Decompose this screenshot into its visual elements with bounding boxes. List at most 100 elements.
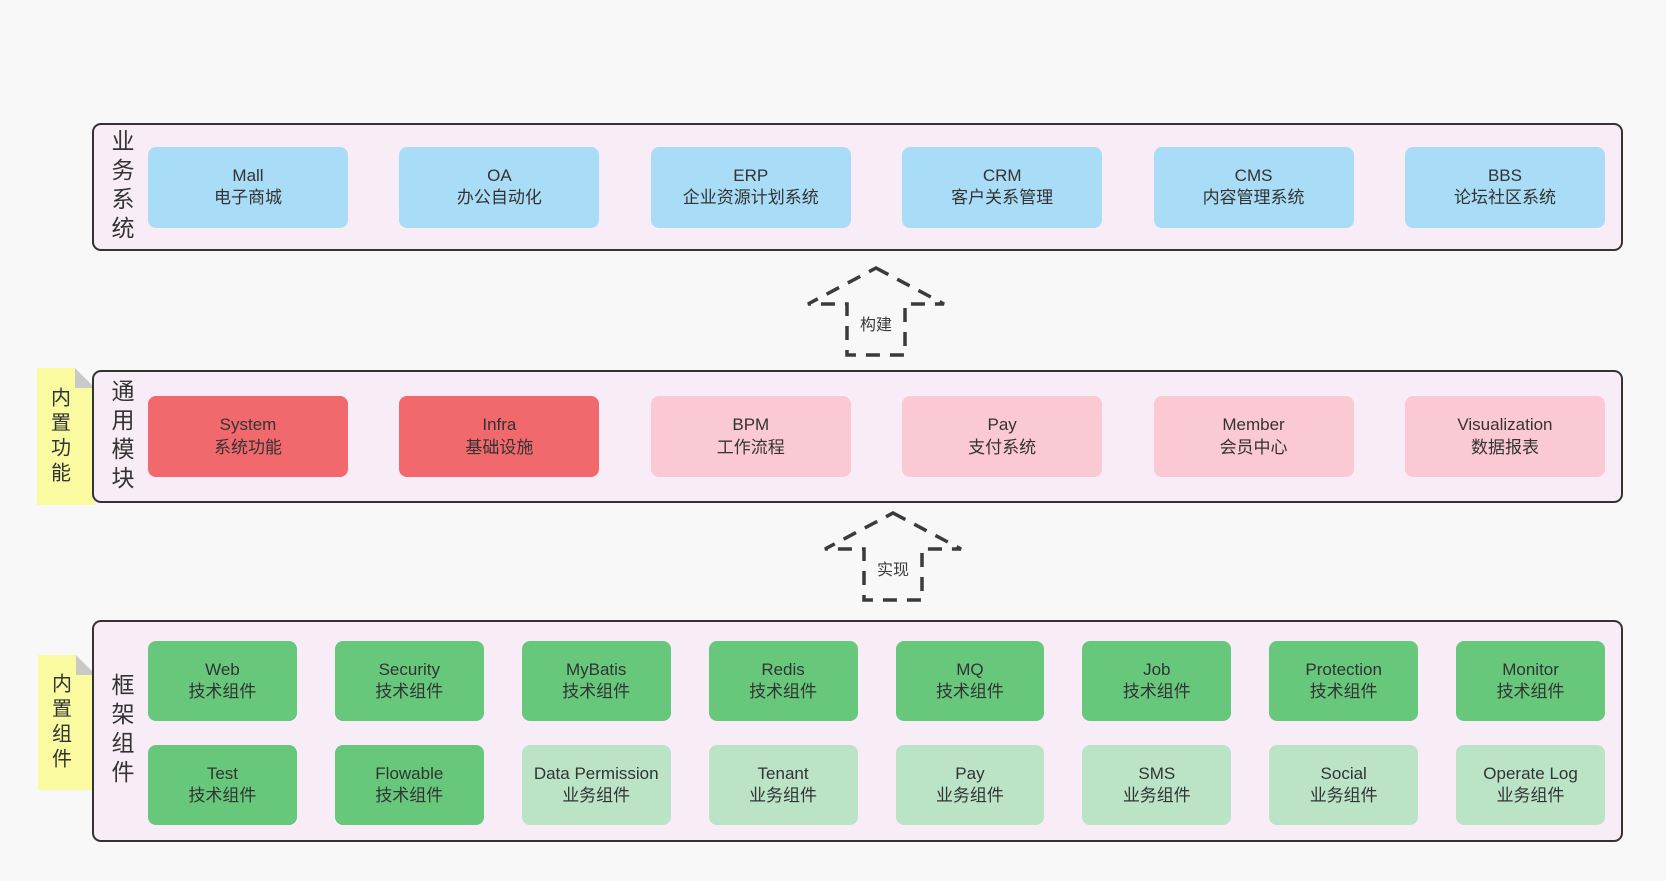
- component-name: Protection: [1305, 659, 1382, 679]
- component-name: Infra: [482, 415, 517, 435]
- component-box: ERP 企业资源计划系统: [650, 146, 851, 228]
- arrow-build: 构建: [806, 266, 946, 358]
- component-box: Pay 支付系统: [902, 396, 1103, 477]
- component-name: OA: [487, 165, 512, 185]
- component-box: Infra 基础设施: [399, 396, 600, 477]
- component-box: Mall 电子商城: [148, 146, 348, 228]
- component-name: ERP: [733, 165, 769, 185]
- component-subtitle: 业务组件: [562, 786, 631, 805]
- component-subtitle: 业务组件: [935, 786, 1004, 805]
- component-subtitle: 基础设施: [465, 437, 534, 457]
- sticky-note-label: 内置功能: [47, 386, 70, 487]
- arrow-implement: 实现: [823, 511, 963, 603]
- component-name: Tenant: [757, 763, 809, 783]
- component-name: Operate Log: [1483, 763, 1578, 783]
- component-box: CRM 客户关系管理: [902, 146, 1103, 228]
- component-subtitle: 内容管理系统: [1202, 188, 1305, 207]
- dashed-up-arrow-icon: [807, 266, 945, 357]
- component-subtitle: 技术组件: [1496, 682, 1565, 701]
- component-name: MQ: [956, 659, 984, 679]
- component-subtitle: 技术组件: [1309, 682, 1378, 701]
- component-subtitle: 业务组件: [1496, 786, 1565, 805]
- component-subtitle: 技术组件: [375, 786, 444, 805]
- arrow-implement-label: 实现: [873, 555, 913, 581]
- component-subtitle: 客户关系管理: [951, 188, 1054, 207]
- component-box: Pay 业务组件: [895, 745, 1045, 825]
- component-name: MyBatis: [565, 659, 627, 679]
- component-subtitle: 数据报表: [1470, 437, 1539, 457]
- component-box: Visualization 数据报表: [1404, 396, 1605, 477]
- component-name: Web: [205, 659, 240, 679]
- component-subtitle: 电子商城: [214, 188, 282, 207]
- component-name: System: [219, 415, 277, 435]
- sticky-note-builtin-components: 内置组件: [38, 655, 96, 790]
- component-subtitle: 技术组件: [562, 682, 631, 701]
- component-subtitle: 业务组件: [1309, 786, 1378, 805]
- component-box: Web 技术组件: [148, 641, 297, 721]
- component-box: Monitor 技术组件: [1456, 641, 1605, 721]
- component-name: Social: [1320, 763, 1367, 783]
- component-subtitle: 技术组件: [749, 682, 818, 701]
- component-subtitle: 技术组件: [188, 786, 257, 805]
- component-name: Pay: [987, 415, 1017, 435]
- component-name: Job: [1143, 659, 1171, 679]
- layer-label-common-modules: 通用模块: [108, 378, 134, 495]
- component-box: SMS 业务组件: [1082, 745, 1232, 825]
- sticky-note-label: 内置组件: [48, 672, 71, 773]
- component-subtitle: 企业资源计划系统: [682, 188, 819, 207]
- layer-label-framework-components: 框架组件: [108, 673, 134, 789]
- component-box: OA 办公自动化: [399, 146, 600, 228]
- component-name: Test: [206, 763, 239, 783]
- component-subtitle: 业务组件: [749, 786, 818, 805]
- component-name: Pay: [955, 763, 985, 783]
- component-name: Visualization: [1457, 415, 1553, 435]
- component-box: Protection 技术组件: [1269, 641, 1419, 721]
- component-name: Member: [1222, 415, 1285, 435]
- business-systems-boxes: Mall 电子商城 OA 办公自动化 ERP 企业资源计划系统 CRM 客户关系…: [148, 125, 1621, 249]
- component-box: Social 业务组件: [1269, 745, 1419, 825]
- component-name: Monitor: [1502, 659, 1559, 679]
- component-box: Security 技术组件: [334, 641, 484, 721]
- component-name: Flowable: [375, 763, 444, 783]
- component-subtitle: 工作流程: [716, 437, 785, 457]
- component-box: Member 会员中心: [1153, 396, 1354, 477]
- component-subtitle: 技术组件: [375, 682, 444, 701]
- component-box: System 系统功能: [148, 396, 348, 477]
- component-box: Test 技术组件: [148, 745, 297, 825]
- component-subtitle: 支付系统: [968, 437, 1037, 457]
- component-subtitle: 技术组件: [188, 682, 257, 701]
- component-name: CMS: [1234, 165, 1273, 185]
- component-box: Redis 技术组件: [708, 641, 858, 721]
- framework-components-boxes: Web 技术组件 Security 技术组件 MyBatis 技术组件 Redi…: [148, 622, 1621, 840]
- dashed-up-arrow-icon: [824, 511, 962, 602]
- component-name: Data Permission: [533, 763, 659, 783]
- layer-common-modules: 通用模块 System 系统功能 Infra 基础设施 BPM 工作流程 Pay…: [92, 370, 1623, 503]
- component-name: Redis: [761, 659, 805, 679]
- component-subtitle: 系统功能: [214, 437, 282, 457]
- component-name: Security: [378, 659, 441, 679]
- common-modules-boxes: System 系统功能 Infra 基础设施 BPM 工作流程 Pay 支付系统…: [148, 372, 1621, 501]
- component-subtitle: 技术组件: [935, 682, 1004, 701]
- component-box: BPM 工作流程: [650, 396, 851, 477]
- component-box: Job 技术组件: [1082, 641, 1232, 721]
- component-subtitle: 技术组件: [1122, 682, 1191, 701]
- layer-label-business-systems: 业务系统: [108, 129, 134, 245]
- arrow-build-label: 构建: [856, 310, 896, 336]
- component-subtitle: 办公自动化: [456, 188, 542, 207]
- component-box: Tenant 业务组件: [708, 745, 858, 825]
- component-box: Flowable 技术组件: [334, 745, 484, 825]
- component-name: CRM: [982, 165, 1022, 185]
- component-box: Operate Log 业务组件: [1456, 745, 1605, 825]
- component-box: MyBatis 技术组件: [521, 641, 671, 721]
- component-box: MQ 技术组件: [895, 641, 1045, 721]
- component-box: CMS 内容管理系统: [1153, 146, 1354, 228]
- component-box: BBS 论坛社区系统: [1404, 146, 1605, 228]
- component-subtitle: 论坛社区系统: [1453, 188, 1556, 207]
- component-name: Mall: [232, 165, 264, 185]
- sticky-note-builtin-features: 内置功能: [37, 368, 95, 505]
- layer-framework-components: 框架组件 Web 技术组件 Security 技术组件 MyBatis 技术组件…: [92, 620, 1623, 842]
- component-subtitle: 会员中心: [1219, 437, 1288, 457]
- component-box: Data Permission 业务组件: [521, 745, 671, 825]
- component-name: BBS: [1487, 165, 1522, 185]
- layer-business-systems: 业务系统 Mall 电子商城 OA 办公自动化 ERP 企业资源计划系统 CRM…: [92, 123, 1623, 251]
